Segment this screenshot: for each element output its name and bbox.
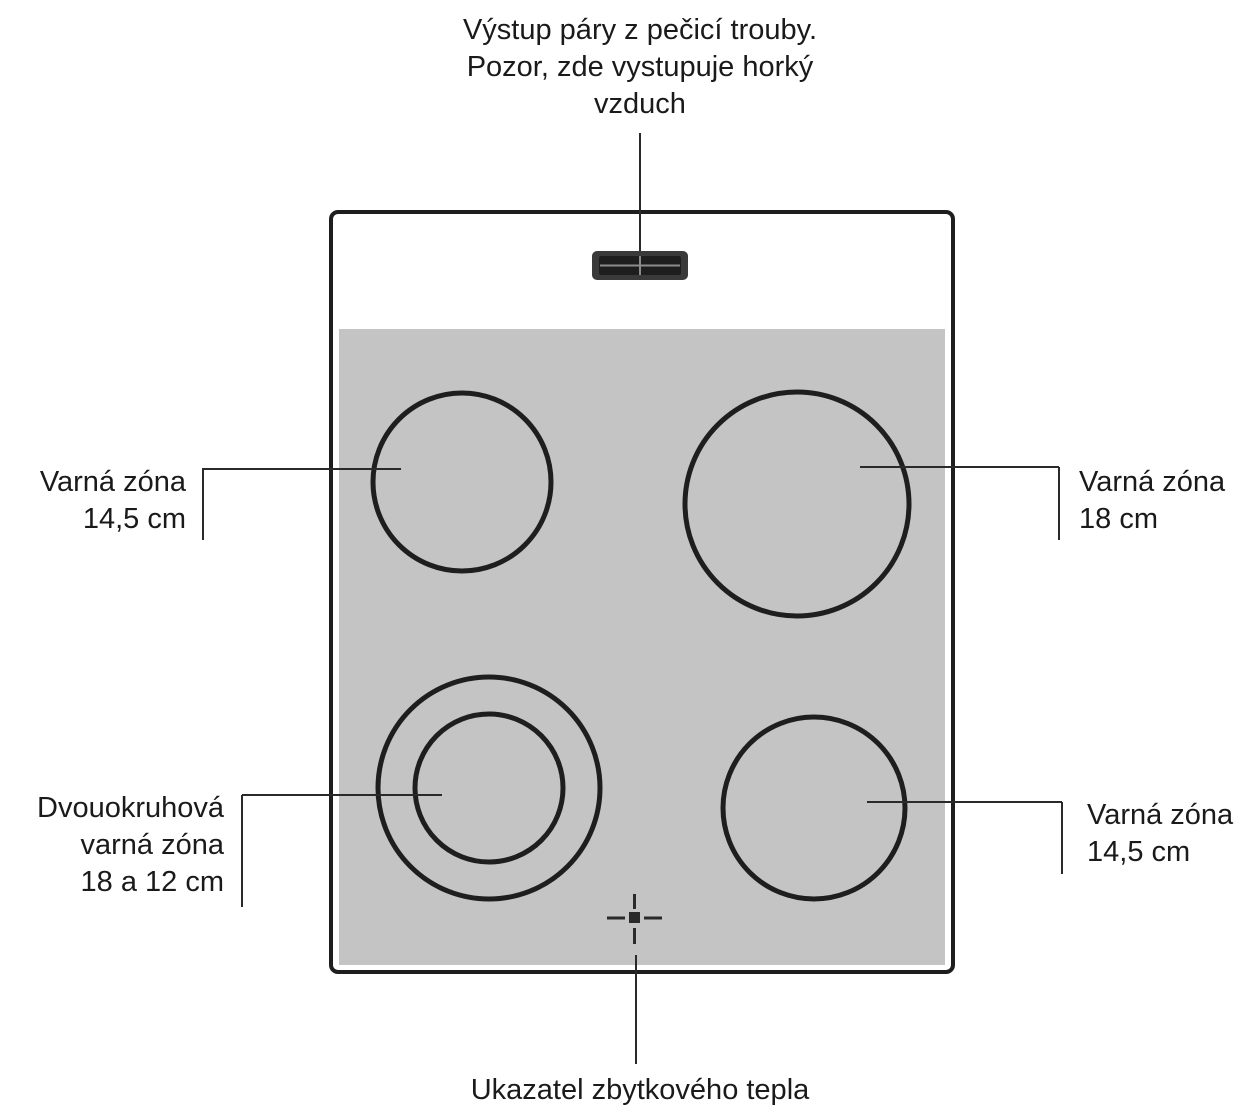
label-zone-bottom-right-line-1: Varná zóna [1087, 799, 1234, 831]
label-zone-top-right: Varná zóna 18 cm [1079, 464, 1257, 538]
label-zone-top-left-line-1: Varná zóna [39, 466, 186, 498]
label-steam-outlet-line-2: Pozor, zde vystupuje horký [466, 51, 814, 83]
cooking-zone-top-left [370, 390, 554, 574]
label-zone-dual-line-1: Dvouokruhová [37, 792, 224, 824]
label-zone-bottom-right-line-2: 14,5 cm [1087, 836, 1191, 868]
label-residual-heat: Ukazatel zbytkového tepla [380, 1072, 900, 1109]
steam-vent-icon [592, 251, 688, 280]
label-zone-top-right-line-2: 18 cm [1079, 503, 1158, 535]
cooking-zone-top-right [682, 389, 912, 619]
label-zone-top-left: Varná zóna 14,5 cm [0, 464, 186, 538]
label-steam-outlet-line-1: Výstup páry z pečicí trouby. [462, 14, 818, 46]
label-steam-outlet-line-3: vzduch [594, 88, 686, 120]
label-zone-top-right-line-1: Varná zóna [1079, 466, 1226, 498]
leader-lines [202, 133, 1063, 1064]
residual-heat-indicator-icon [607, 894, 662, 944]
ceramic-surface [339, 329, 945, 965]
cooking-zone-bottom-right [720, 714, 908, 902]
label-zone-top-left-line-2: 14,5 cm [82, 503, 186, 535]
cooking-zone-dual-outer [375, 674, 603, 902]
label-zone-dual: Dvouokruhová varná zóna 18 a 12 cm [0, 790, 224, 901]
label-residual-heat-line-1: Ukazatel zbytkového tepla [470, 1074, 810, 1106]
label-steam-outlet: Výstup páry z pečicí trouby. Pozor, zde … [380, 12, 900, 123]
label-zone-bottom-right: Varná zóna 14,5 cm [1087, 797, 1257, 871]
label-zone-dual-line-3: 18 a 12 cm [80, 866, 224, 898]
cooking-zone-dual-inner [412, 711, 566, 865]
label-zone-dual-line-2: varná zóna [80, 829, 225, 861]
